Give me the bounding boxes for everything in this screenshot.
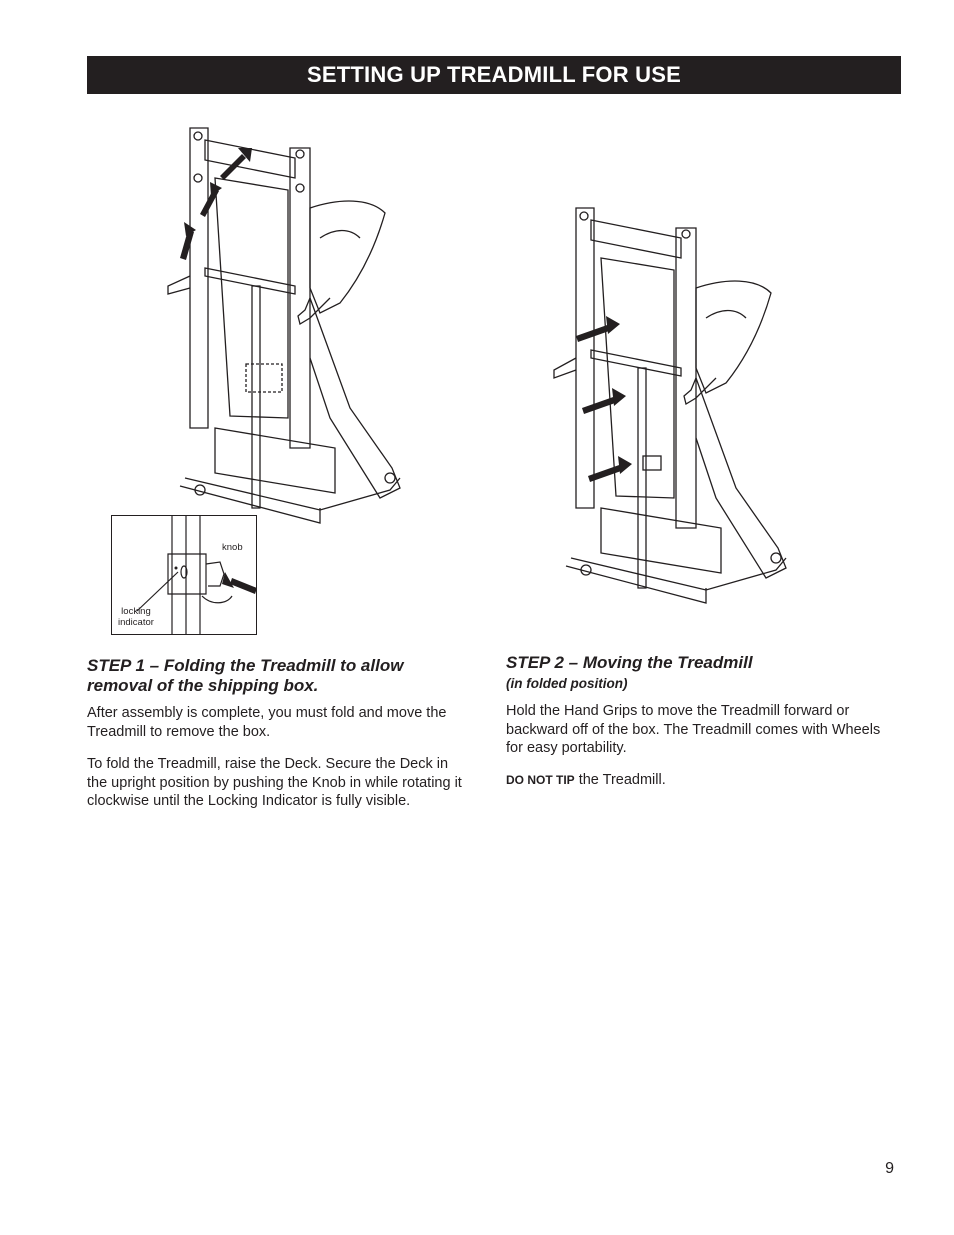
page-title: SETTING UP TREADMILL FOR USE [307, 62, 681, 87]
step2-warning: DO NOT TIP the Treadmill. [506, 771, 898, 790]
section-title-bar: SETTING UP TREADMILL FOR USE [87, 56, 901, 94]
step2-heading: STEP 2 – Moving the Treadmill [506, 653, 753, 672]
step1-heading: STEP 1 – Folding the Treadmill to allow … [87, 656, 403, 696]
knob-detail-drawing [136, 516, 256, 634]
warning-rest-text: the Treadmill. [574, 772, 666, 788]
step1-paragraph-1: After assembly is complete, you must fol… [87, 705, 447, 740]
step1-paragraph-2: To fold the Treadmill, raise the Deck. S… [87, 756, 462, 809]
treadmill-folding-illustration [167, 127, 401, 524]
step1-heading-line2: removal of the shipping box. [87, 676, 319, 695]
treadmill-moving-illustration [553, 207, 787, 604]
knob-label: knob [222, 542, 243, 553]
step2-paragraph-1: Hold the Hand Grips to move the Treadmil… [506, 703, 881, 756]
knob-detail-inset: knob locking indicator [111, 515, 257, 635]
locking-indicator-label-line1: locking [121, 606, 151, 617]
warning-bold-text: DO NOT TIP [506, 773, 575, 787]
page-number: 9 [885, 1160, 894, 1177]
step2-subheading: (in folded position) [506, 676, 628, 691]
locking-indicator-label-line2: indicator [118, 617, 154, 628]
step1-heading-line1: STEP 1 – Folding the Treadmill to allow [87, 656, 404, 675]
locking-indicator-label: locking indicator [118, 606, 154, 628]
